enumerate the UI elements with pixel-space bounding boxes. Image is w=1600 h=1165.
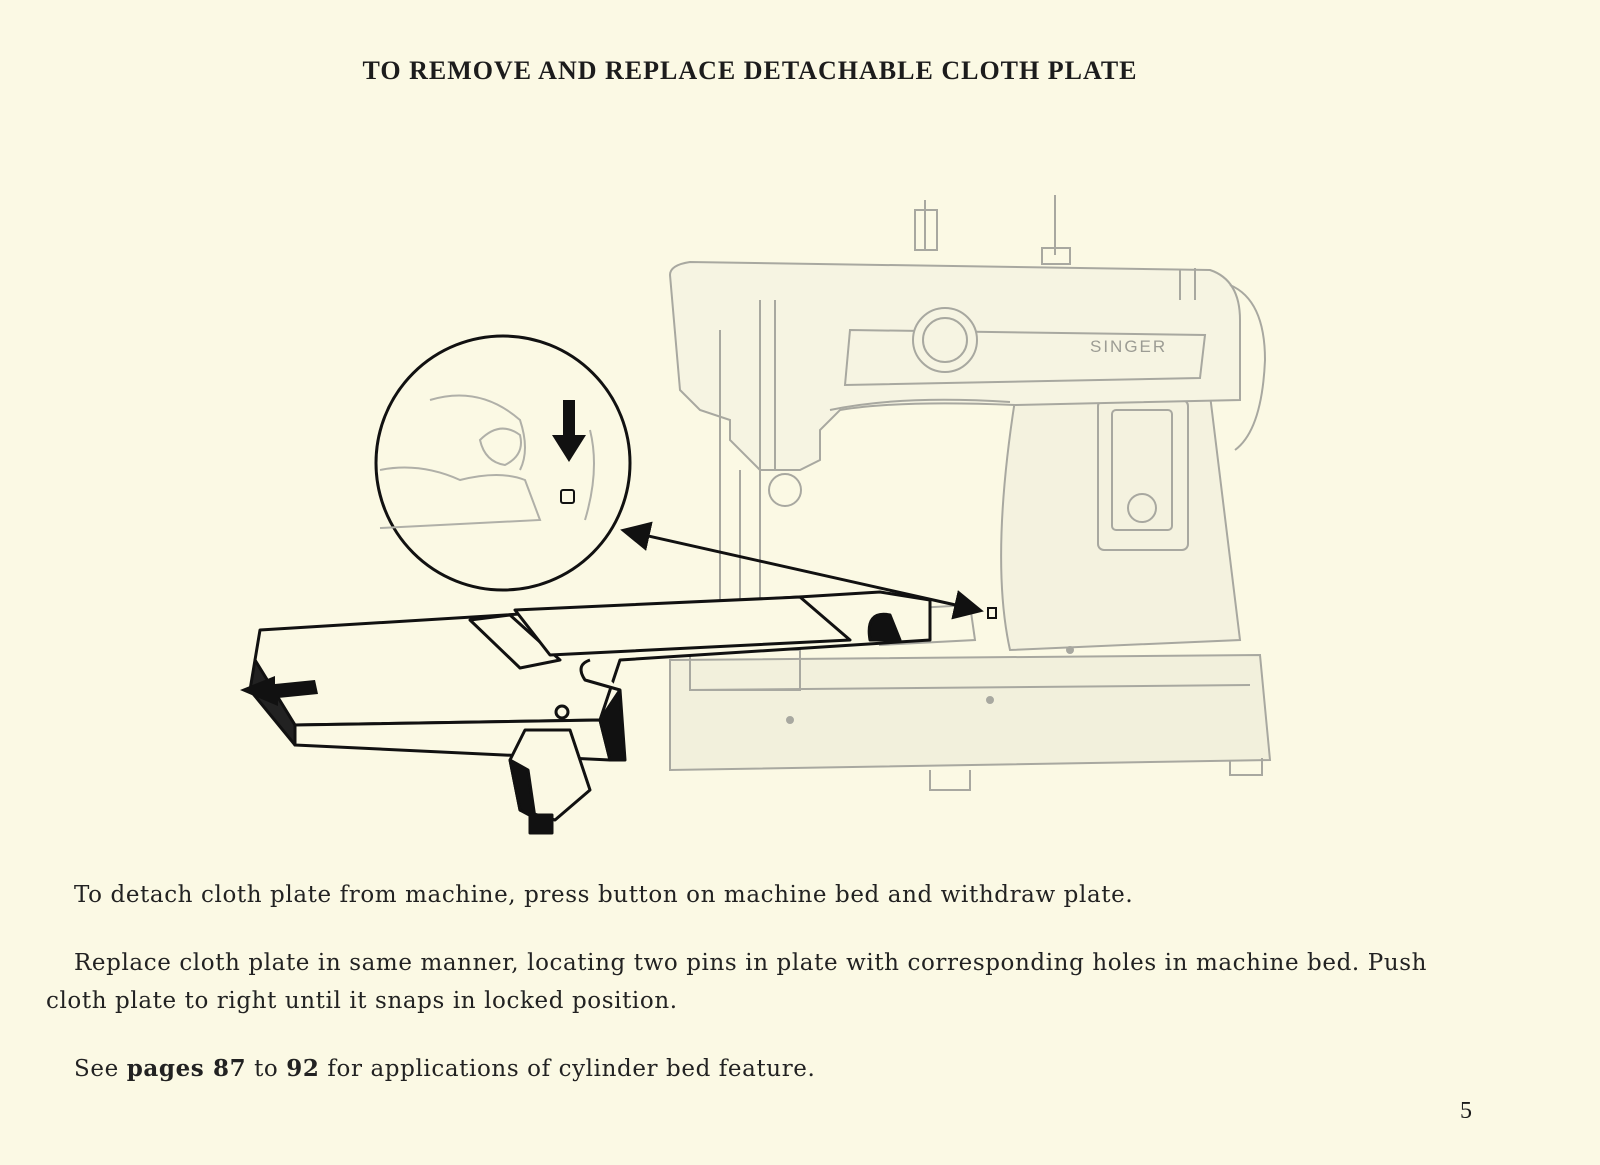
cloth-plate — [248, 590, 932, 835]
replace-instructions: Replace cloth plate in same manner, loca… — [46, 950, 1428, 1014]
withdraw-arrow-icon — [240, 676, 318, 706]
brand-label: SINGER — [1090, 337, 1167, 356]
page-heading: TO REMOVE AND REPLACE DETACHABLE CLOTH P… — [362, 56, 1138, 85]
inset-detail — [374, 334, 632, 592]
pages-end: 92 — [286, 1055, 320, 1082]
pointer-arrow-icon — [620, 521, 984, 620]
see-prefix: See — [74, 1056, 127, 1082]
sewing-machine-illustration: SINGER — [240, 195, 1272, 835]
see-to: to — [246, 1056, 287, 1082]
see-pages-note: See pages 87 to 92 for applications of c… — [46, 1050, 1466, 1088]
button-icon — [560, 489, 575, 504]
page-number: 5 — [1460, 1098, 1472, 1124]
pages-start: pages 87 — [126, 1055, 247, 1082]
see-suffix: for applications of cylinder bed feature… — [319, 1056, 816, 1082]
down-arrow-icon — [552, 400, 586, 462]
detach-instructions: To detach cloth plate from machine, pres… — [74, 882, 1134, 908]
sewing-machine-outline: SINGER — [668, 195, 1272, 791]
bed-button-marker — [987, 607, 997, 619]
finger-press-icon — [379, 394, 595, 529]
